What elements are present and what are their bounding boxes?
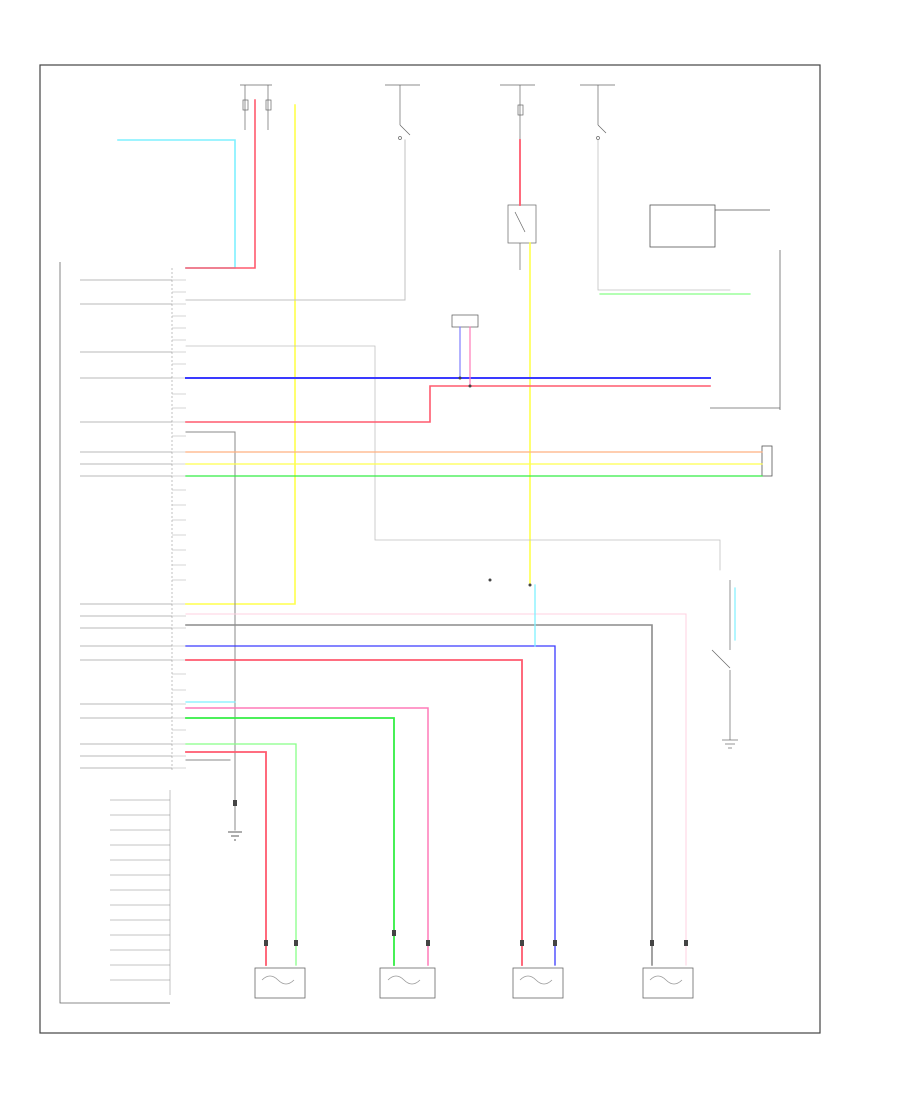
- wire-red-sensor3: [185, 659, 523, 966]
- sensor-4-box: [642, 967, 694, 999]
- wire-red-top: [185, 99, 256, 269]
- sensor-pin-markers: [233, 800, 688, 946]
- relay-middle: [507, 204, 537, 270]
- combination-meter: [710, 250, 781, 410]
- top-switch-2: [580, 84, 615, 140]
- right-sensor-box: [761, 445, 773, 477]
- right-switch: [711, 580, 738, 749]
- wire-gray-switch1: [185, 139, 406, 301]
- diagram-frame: [39, 64, 821, 1034]
- ecm-pin-ticks: [172, 279, 186, 769]
- wire-green-sensor1: [185, 743, 297, 966]
- wire-red-sensor1: [185, 751, 267, 966]
- wire-green-sensor2: [185, 717, 395, 966]
- bottom-sensors: [254, 967, 694, 999]
- connector-dots: [458, 376, 532, 587]
- top-fuse-block-1: [240, 84, 272, 130]
- wire-gray-loop: [185, 345, 721, 571]
- ecm-outline: [59, 262, 170, 1004]
- right-module-box: [649, 204, 770, 248]
- wire-gray-sensor4: [185, 624, 653, 966]
- wire-pink-sensor4: [185, 613, 687, 966]
- sensor-2-box: [379, 967, 436, 999]
- ecm-module: [59, 262, 186, 1004]
- top-fuse-block-2: [500, 84, 535, 140]
- joint-connector: [451, 314, 479, 328]
- ground-symbol-ecm: [228, 831, 242, 841]
- wire-cyan-sensor3: [185, 645, 556, 966]
- ecm-left-signal-stubs: [80, 279, 172, 769]
- top-switch-1: [385, 84, 420, 140]
- wire-ground-ecm: [185, 431, 236, 831]
- ecm-internal-contacts: [110, 790, 171, 995]
- sensor-1-box: [254, 967, 306, 999]
- wire-cyan-top: [117, 139, 236, 269]
- sensor-3-box: [512, 967, 564, 999]
- wire-pink-sensor2: [185, 707, 429, 966]
- wire-gray-switch2: [597, 139, 731, 291]
- wires: [117, 99, 763, 966]
- wire-red-meter: [185, 385, 711, 423]
- wire-yellow-long: [185, 104, 296, 605]
